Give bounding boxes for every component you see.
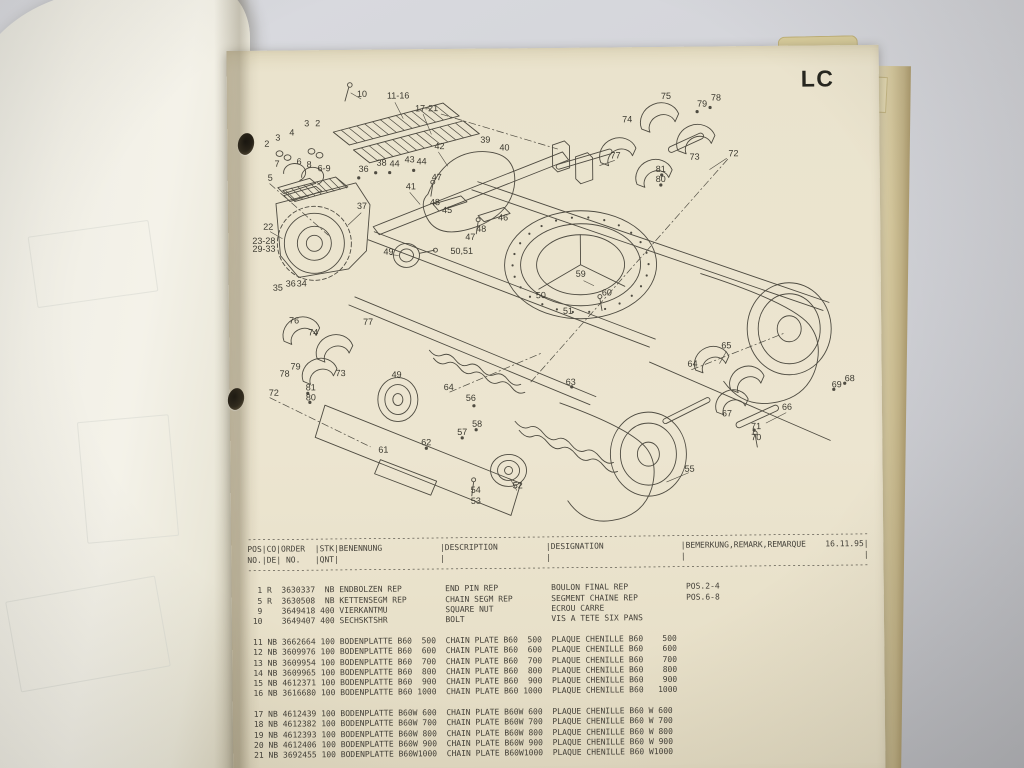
part-callout: 64 <box>687 359 697 369</box>
part-callout: 41 <box>406 181 416 191</box>
part-callout: 55 <box>684 464 694 474</box>
part-callout: 74 <box>308 327 318 337</box>
part-callout: 67 <box>722 408 732 418</box>
part-callout: 74 <box>622 114 632 124</box>
showthrough-mark <box>5 575 171 693</box>
part-callout: 38 <box>377 158 387 168</box>
part-callout: 44 <box>417 156 427 166</box>
part-callout: 47 <box>432 172 442 182</box>
part-callout: 57 <box>457 427 467 437</box>
part-callout: 7 <box>275 159 280 169</box>
part-callout: 39 <box>480 135 490 145</box>
part-callout: 49 <box>392 369 402 379</box>
part-callout: 66 <box>782 402 792 412</box>
part-callout: 35 <box>273 283 283 293</box>
part-callout: 77 <box>363 317 373 327</box>
part-callout: 37 <box>357 201 367 211</box>
part-callout: 73 <box>689 152 699 162</box>
part-callout: 53 <box>471 496 481 506</box>
part-callout: 72 <box>269 388 279 398</box>
part-callout: 23-28 <box>252 236 275 246</box>
part-callout: 62 <box>421 437 431 447</box>
part-callout: 78 <box>711 92 721 102</box>
left-page <box>0 0 250 768</box>
part-callout: 68 <box>845 373 855 383</box>
part-callout: 77 <box>610 150 620 160</box>
part-callout: 76 <box>289 315 299 325</box>
part-callout: 72 <box>728 148 738 158</box>
part-callout: 70 <box>751 432 761 442</box>
part-callout: 75 <box>661 91 671 101</box>
part-callout: 73 <box>336 368 346 378</box>
part-callout: 8 <box>307 159 312 169</box>
part-callout: 2 <box>315 118 320 128</box>
part-callout: 50,51 <box>450 246 473 256</box>
part-callout: 63 <box>566 377 576 387</box>
part-callout: 52 <box>513 480 523 490</box>
exploded-parts-diagram: 1011-1617-213243257686-92223-2829-333536… <box>252 82 855 522</box>
showthrough-mark <box>76 414 180 544</box>
part-callout: 71 <box>751 421 761 431</box>
part-callout: 51 <box>563 306 573 316</box>
part-callout: 65 <box>721 340 731 350</box>
part-callout: 80 <box>306 392 316 402</box>
part-callout: 22 <box>263 222 273 232</box>
catalog-page: LC <box>226 44 886 768</box>
part-callout: 3 <box>304 118 309 128</box>
part-callout: 56 <box>466 393 476 403</box>
part-callout: 45 <box>442 205 452 215</box>
page-gutter-shadow <box>214 0 260 768</box>
part-callout: 60 <box>602 287 612 297</box>
part-callout: 6 <box>297 156 302 166</box>
part-callout: 10 <box>357 89 367 99</box>
part-callout: 3 <box>275 133 280 143</box>
part-callout: 48 <box>430 197 440 207</box>
part-callout: 58 <box>472 419 482 429</box>
part-callout: 78 <box>280 369 290 379</box>
part-callout: 81 <box>306 382 316 392</box>
showthrough-mark <box>27 219 159 309</box>
part-callout: 42 <box>434 141 444 151</box>
part-callout: 46 <box>498 212 508 222</box>
part-callout: 36 <box>359 164 369 174</box>
part-callout: 47 <box>465 232 475 242</box>
part-callout: 43 <box>405 154 415 164</box>
parts-table: ----------------------------------------… <box>247 529 869 761</box>
part-callout: 80 <box>656 174 666 184</box>
part-callout: 64 <box>444 382 454 392</box>
part-callout: 4 <box>289 127 294 137</box>
part-callout: 59 <box>576 269 586 279</box>
part-callout: 50 <box>536 290 546 300</box>
part-callout: 6-9 <box>318 163 331 173</box>
part-callout: 79 <box>290 361 300 371</box>
part-callout: 49 <box>383 247 393 257</box>
part-callout: 81 <box>656 164 666 174</box>
part-callout: 44 <box>390 158 400 168</box>
part-callout: 17-21 <box>415 103 438 113</box>
part-callout: 29-33 <box>252 244 275 254</box>
part-callout: 69 <box>832 379 842 389</box>
part-callout: 11-16 <box>387 90 409 100</box>
part-callout: 79 <box>697 99 707 109</box>
part-callout: 48 <box>476 224 486 234</box>
part-callout: 2 <box>264 139 269 149</box>
part-callout: 54 <box>471 485 481 495</box>
part-callout: 34 <box>297 278 307 288</box>
part-callout: 61 <box>378 445 388 455</box>
part-callout: 36 <box>286 278 296 288</box>
part-callout: 40 <box>499 142 509 152</box>
part-callout: 5 <box>268 173 273 183</box>
